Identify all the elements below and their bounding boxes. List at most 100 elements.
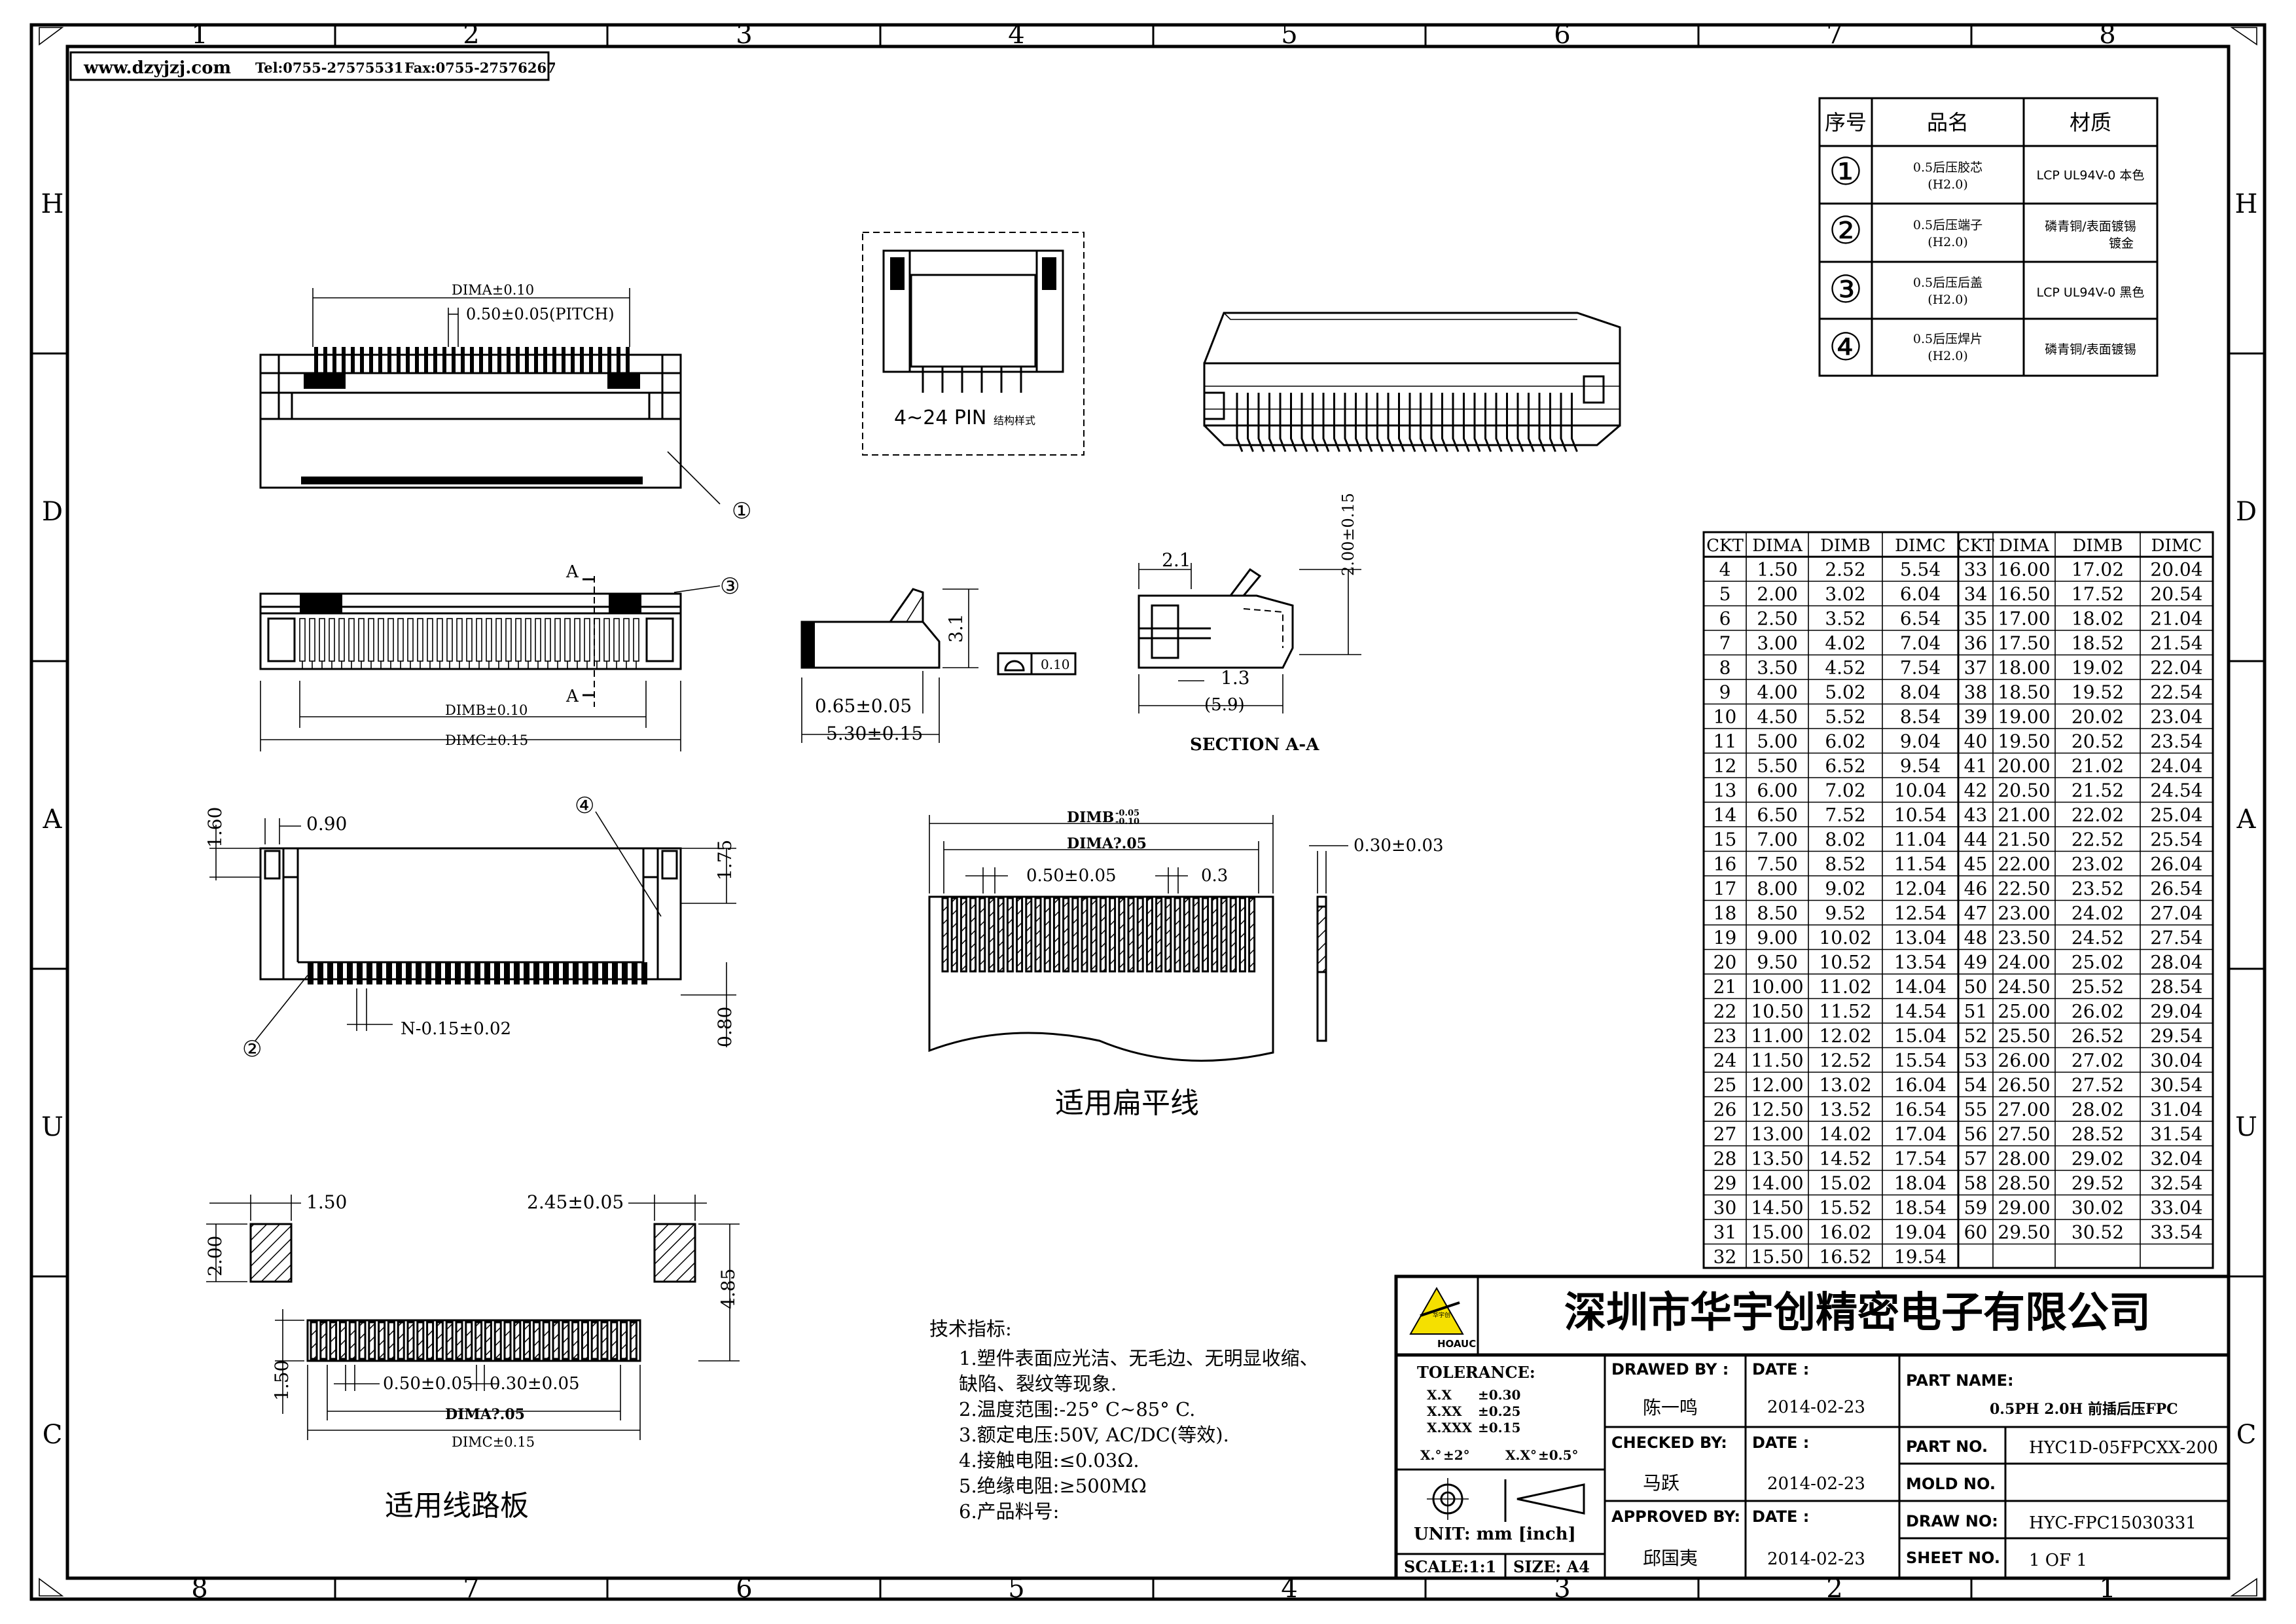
dim-table-cell: 27.04 <box>2150 903 2202 924</box>
dim-table-cell: 30.02 <box>2072 1197 2124 1219</box>
dim-table-cell: 18.54 <box>1894 1197 1946 1219</box>
parts-row2-name: 0.5后压端子 <box>1913 218 1982 232</box>
dim-table-cell: 21.04 <box>2150 608 2202 630</box>
sheet-no: 1 OF 1 <box>2029 1551 2087 1570</box>
dim-table-cell: 27.00 <box>1998 1099 2050 1121</box>
dim-table-cell: 4 <box>1719 559 1731 581</box>
dim-table-cell: 22.04 <box>2150 657 2202 679</box>
row-label-d: D <box>42 497 63 527</box>
approved-by-label: APPROVED BY: <box>1611 1507 1740 1526</box>
dim-table-cell: 52 <box>1964 1025 1988 1047</box>
balloon-2: ② <box>242 1036 262 1062</box>
dim-table-cell: 17.52 <box>2072 583 2124 605</box>
dim-table-cell: 25.04 <box>2150 804 2202 826</box>
approved-by: 邱国夷 <box>1643 1547 1698 1569</box>
signoff-block: DRAWED BY : 陈一鸣 CHECKED BY: 马跃 APPROVED … <box>1611 1360 1865 1569</box>
dim-table-cell: 18.50 <box>1998 681 2050 703</box>
dim-table-cell: 3.02 <box>1825 583 1865 605</box>
dim-table-cell: 13.50 <box>1751 1148 1803 1170</box>
dim-table-cell: 49 <box>1964 952 1988 973</box>
dim-table-cell: 22.50 <box>1998 878 2050 899</box>
date-3: 2014-02-23 <box>1767 1549 1865 1569</box>
col-label-b6: 6 <box>736 1574 752 1604</box>
dim-table-cell: 10.02 <box>1819 927 1871 948</box>
part-name: 0.5PH 2.0H 前插后压FPC <box>1990 1401 2178 1418</box>
dim-table-cell: 30.04 <box>2150 1050 2202 1072</box>
dim-table-cell: 23.02 <box>2072 854 2124 875</box>
dim-table-cell: 37 <box>1964 657 1988 679</box>
dim-table-cell: 17.04 <box>1894 1123 1946 1145</box>
dim-table-cell: 31.04 <box>2150 1099 2202 1121</box>
dim-table-cell: 27.54 <box>2150 927 2202 948</box>
parts-header-no: 序号 <box>1825 110 1867 135</box>
dim-table-cell: 8.04 <box>1900 681 1941 703</box>
parts-row2-material-sub: 镀金 <box>2109 236 2134 251</box>
tech-item-4: 4.接触电阻:≤0.03Ω. <box>959 1449 1139 1471</box>
fpc-dim-030: 0.30±0.03 <box>1354 836 1444 856</box>
dim-table-cell: 25.52 <box>2072 976 2124 998</box>
dim-table-cell: 29.02 <box>2072 1148 2124 1170</box>
sheet-frame <box>29 23 2267 1601</box>
dim-table-cell: 26.04 <box>2150 854 2202 875</box>
dim-table-cell: 22 <box>1713 1001 1737 1022</box>
dim-table-cell: 34 <box>1964 583 1988 605</box>
dim-table-cell: 24.00 <box>1998 952 2050 973</box>
dim-table-cell: 24.02 <box>2072 903 2124 924</box>
dim-dimb-010: DIMB±0.10 <box>445 702 528 718</box>
dim-table-cell: 13.54 <box>1894 952 1946 973</box>
row-labels-right: H D A U C <box>2235 189 2258 1450</box>
dim-dima-010: DIMA±0.10 <box>452 282 534 298</box>
dim-table-cell: 17.02 <box>2072 559 2124 581</box>
dim-table-cell: 28.04 <box>2150 952 2202 973</box>
dim-table-cell: 15.50 <box>1751 1246 1803 1268</box>
row-label-c: C <box>43 1420 63 1450</box>
parts-row3-no: ③ <box>1829 267 1863 312</box>
col-label-b4: 4 <box>1281 1574 1297 1604</box>
dim-table-cell: 18.04 <box>1894 1172 1946 1194</box>
tol-x: X.X <box>1427 1387 1452 1403</box>
dim-table-cell: 20 <box>1713 952 1737 973</box>
dim-table-cell: 26.50 <box>1998 1074 2050 1096</box>
dim-sec-13: 1.3 <box>1221 667 1250 689</box>
dim-table-cell: 47 <box>1964 903 1988 924</box>
dim-table-cell: 12.00 <box>1751 1074 1803 1096</box>
parts-row2-no: ② <box>1829 208 1863 253</box>
tol-ang2-val: ±0.5° <box>1538 1447 1579 1463</box>
dim-table-cell: 20.54 <box>2150 583 2202 605</box>
part-no-label: PART NO. <box>1906 1437 1988 1456</box>
pcb-dim-150a: 1.50 <box>306 1191 347 1213</box>
dim-table-cell: 12.02 <box>1819 1025 1871 1047</box>
dim-table-cell: 15 <box>1713 829 1737 850</box>
dim-table-cell: 4.00 <box>1757 681 1797 703</box>
column-labels-top: 1 2 3 4 5 6 7 8 <box>191 20 2115 50</box>
section-aa-label: SECTION A-A <box>1190 735 1319 755</box>
dim-table-cell: 6.02 <box>1825 731 1865 752</box>
dim-table-cell: 21 <box>1713 976 1737 998</box>
dim-table-cell: 7.50 <box>1757 854 1797 875</box>
dim-table-cell: 25.50 <box>1998 1025 2050 1047</box>
row-label-a-r: A <box>2236 804 2257 835</box>
col-label-8: 8 <box>2099 20 2115 50</box>
dim-table-cell: 23.54 <box>2150 731 2202 752</box>
dim-pitch: 0.50±0.05(PITCH) <box>466 305 615 323</box>
date-1: 2014-02-23 <box>1767 1398 1865 1417</box>
dim-table-cell: 17.54 <box>1894 1148 1946 1170</box>
dim-table-cell: 5.00 <box>1757 731 1797 752</box>
date-label-3: DATE : <box>1752 1507 1809 1526</box>
dim-table-cell: 8.02 <box>1825 829 1865 850</box>
dim-table-cell: 33 <box>1964 559 1988 581</box>
dim-table-cell: 21.00 <box>1998 804 2050 826</box>
dim-table-cell: 10.54 <box>1894 804 1946 826</box>
dim-table-cell: 14 <box>1713 804 1737 826</box>
dim-table-cell: 3.52 <box>1825 608 1865 630</box>
dim-table-cell: 28.52 <box>2072 1123 2124 1145</box>
dim-table-cell: 13 <box>1713 780 1737 801</box>
mold-no-label: MOLD NO. <box>1906 1475 1996 1493</box>
dim-table-cell: 16.04 <box>1894 1074 1946 1096</box>
dim-table-cell: 6.00 <box>1757 780 1797 801</box>
parts-row4-material: 磷青铜/表面镀锡 <box>2045 342 2136 357</box>
dim-table-cell: 11 <box>1713 731 1737 752</box>
dim-table-cell: 15.04 <box>1894 1025 1946 1047</box>
dim-table-cell: 39 <box>1964 706 1988 728</box>
